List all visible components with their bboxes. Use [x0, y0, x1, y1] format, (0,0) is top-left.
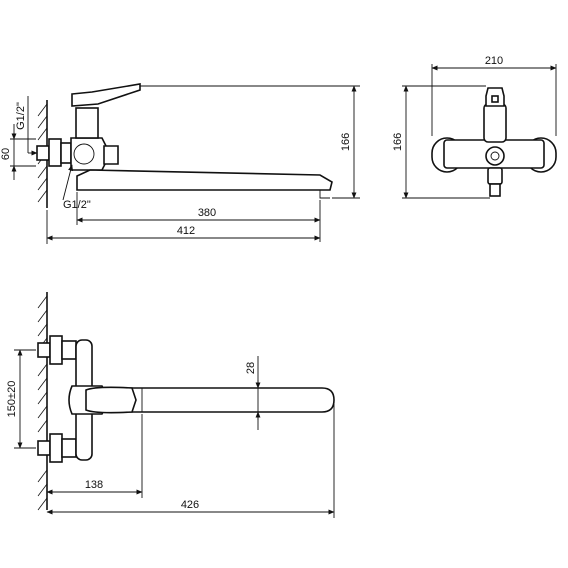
dim-text-412: 412 [177, 225, 195, 237]
dim-text-138: 138 [85, 479, 103, 491]
leader-g12-bottom [62, 164, 74, 201]
dim-text-60: 60 [0, 148, 12, 160]
top-conn-nut-1 [61, 340, 77, 360]
front-diverter [485, 146, 505, 166]
dim-text-426: 426 [181, 499, 199, 511]
top-conn-eccentric-1 [49, 335, 63, 365]
side-body [70, 137, 107, 171]
dim-text-210: 210 [485, 55, 503, 67]
top-conn-nipple-2 [37, 440, 51, 456]
top-spout [85, 387, 335, 413]
side-body-cap [73, 143, 95, 165]
dim-text-28: 28 [245, 362, 257, 374]
top-view: 150±20 28 138 426 [6, 292, 335, 518]
side-spout [76, 169, 333, 191]
front-lever-mark [491, 95, 499, 103]
thread-label-top: G1/2" [15, 102, 27, 130]
side-view: 166 60 G1/2" G1/2" 380 412 [0, 83, 360, 244]
front-column [483, 103, 507, 143]
dim-text-150: 150±20 [6, 381, 18, 418]
top-conn-eccentric-2 [49, 433, 63, 463]
side-wall-nipple [36, 145, 50, 161]
side-nut [60, 142, 72, 164]
top-conn-nipple-1 [37, 342, 51, 358]
top-wall-hatch [37, 295, 48, 511]
top-conn-nut-2 [61, 438, 77, 458]
side-lever [71, 83, 141, 107]
side-aerator [319, 190, 330, 199]
dim-text-380: 380 [198, 207, 216, 219]
front-spout [487, 167, 503, 185]
dim-text-166-side: 166 [340, 133, 352, 151]
side-cartridge [75, 107, 99, 139]
top-lever [85, 386, 137, 414]
side-diverter-knob [103, 145, 119, 165]
front-aerator [489, 183, 501, 197]
dim-text-166-front: 166 [392, 133, 404, 151]
front-view: 210 166 [392, 55, 557, 199]
side-eccentric [48, 138, 62, 167]
